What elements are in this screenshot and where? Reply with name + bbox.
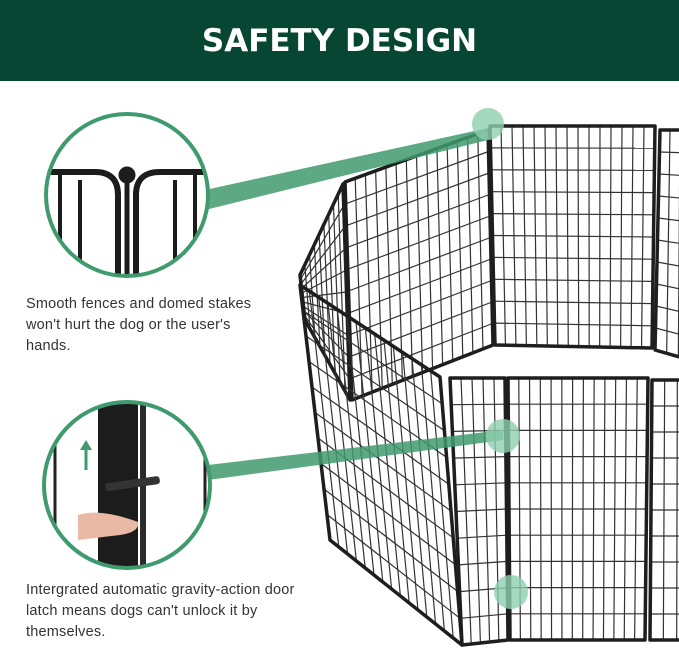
fence-rail (348, 236, 491, 292)
domed-stake-closeup-icon (44, 112, 210, 278)
callout-connector-stake (205, 128, 488, 210)
fence-panel-frame (648, 378, 679, 642)
fence-rail (301, 248, 346, 289)
fence-rail (657, 217, 679, 222)
fence-rail (320, 463, 456, 566)
fence-rail (350, 301, 493, 357)
fence-rail (655, 327, 679, 335)
fence-rail (346, 172, 490, 227)
highlight-latch-dot (486, 419, 520, 453)
fence-rail (656, 283, 679, 290)
fence-rail (658, 173, 679, 176)
fence-rail (493, 278, 653, 282)
fence-rail (300, 226, 345, 285)
highlight-stake-dot (472, 108, 504, 140)
fence-rail (494, 322, 653, 327)
fence-rail (299, 205, 345, 280)
fence-rail (349, 279, 492, 336)
fence-rail (657, 239, 679, 244)
fence-rail (492, 256, 654, 260)
fence-rail (491, 213, 654, 216)
fence-rail (659, 151, 679, 154)
fence-rail (492, 234, 654, 238)
page-title: SAFETY DESIGN (201, 22, 478, 59)
highlight-latch-lower-dot (494, 575, 528, 609)
fence-rail (303, 305, 349, 336)
feature-caption-latch: Intergrated automatic gravity-action doo… (26, 582, 295, 640)
feature-caption-stakes: Smooth fences and domed stakes won't hur… (26, 296, 252, 354)
fence-rail (304, 315, 350, 379)
header-banner: SAFETY DESIGN (0, 0, 679, 81)
fence-panel-frame (448, 376, 510, 647)
gravity-latch-closeup-icon (42, 400, 212, 570)
fence-rail (460, 613, 508, 619)
fence-panel-frame (653, 128, 679, 359)
fence-rail (346, 193, 490, 248)
fence-rail (302, 310, 443, 405)
fence-rail (326, 514, 461, 619)
fence-panel-frame (506, 376, 650, 642)
fence-rail (314, 412, 452, 512)
fence-rail (455, 508, 507, 513)
fence-rail (491, 191, 655, 194)
fence-rail (656, 261, 679, 267)
fence-rail (351, 322, 493, 379)
fence-rail (305, 335, 445, 432)
fence-rail (490, 169, 655, 171)
fence-rail (311, 386, 450, 485)
arrow-up-icon (80, 440, 92, 450)
callout-connector-latch (208, 430, 503, 480)
fence-rail (493, 300, 653, 305)
playpen-illustration (42, 108, 679, 647)
fence-rail (345, 150, 489, 205)
fence-rail (658, 195, 679, 199)
fence-rail (457, 534, 507, 539)
fence-rail (347, 215, 491, 270)
fence-panel-frame (488, 124, 657, 350)
fence-rail (458, 560, 508, 566)
fence-rail (348, 258, 492, 314)
fence-rail (323, 488, 458, 592)
dog-playpen-fence (298, 124, 679, 647)
fence-rail (453, 456, 506, 459)
fence-rail (655, 305, 679, 313)
fence-rail (451, 403, 506, 406)
fence-rail (454, 482, 507, 486)
